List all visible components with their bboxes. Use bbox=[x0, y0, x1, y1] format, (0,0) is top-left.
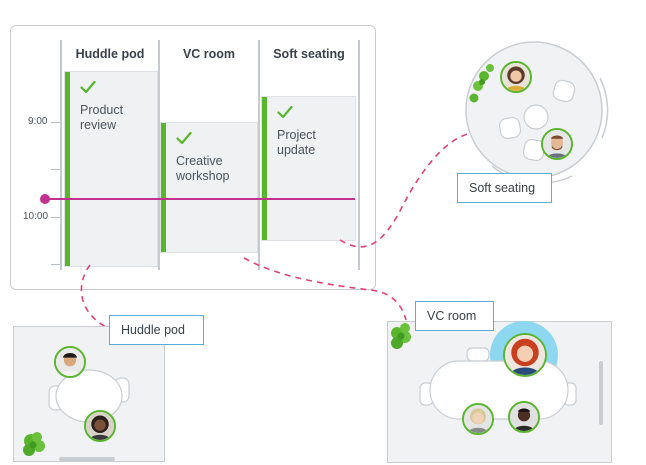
grid-line bbox=[358, 40, 360, 270]
time-tick bbox=[51, 169, 60, 170]
room-tag-huddle-pod[interactable]: Huddle pod bbox=[109, 315, 204, 345]
chair-icon bbox=[466, 347, 490, 362]
check-icon bbox=[277, 105, 293, 119]
avatar bbox=[503, 333, 547, 377]
avatar-icon bbox=[56, 348, 84, 376]
avatar-icon bbox=[464, 405, 492, 433]
event-creative-workshop[interactable]: Creative workshop bbox=[160, 122, 258, 253]
time-tick bbox=[51, 264, 60, 265]
current-time-dot bbox=[40, 194, 50, 204]
avatar-icon bbox=[502, 63, 530, 91]
avatar-icon bbox=[543, 130, 571, 158]
avatar bbox=[508, 401, 540, 433]
avatar bbox=[462, 403, 494, 435]
avatar bbox=[541, 128, 573, 160]
grid-line bbox=[258, 40, 260, 270]
booked-bar bbox=[65, 72, 70, 266]
avatar-icon bbox=[510, 403, 538, 431]
check-icon bbox=[176, 131, 192, 145]
chair-icon bbox=[498, 116, 522, 140]
avatar-icon bbox=[505, 335, 545, 375]
event-title: Project update bbox=[277, 128, 316, 157]
time-tick bbox=[51, 122, 60, 123]
plant-icon bbox=[469, 64, 494, 103]
vc-room-floorplan bbox=[391, 321, 603, 425]
booked-bar bbox=[262, 97, 267, 240]
room-tag-vc-room[interactable]: VC room bbox=[415, 301, 494, 331]
avatar bbox=[84, 410, 116, 442]
grid-line bbox=[158, 40, 160, 270]
plant-icon bbox=[23, 432, 45, 456]
time-label-10: 10:00 bbox=[23, 211, 49, 222]
booked-bar bbox=[161, 123, 166, 252]
grid-line bbox=[60, 40, 62, 270]
table-icon bbox=[429, 360, 569, 420]
time-label-9: 9:00 bbox=[28, 116, 48, 127]
schedule-card: Huddle pod VC room Soft seating 9:00 10:… bbox=[10, 25, 376, 290]
avatar bbox=[54, 346, 86, 378]
event-title: Product review bbox=[80, 103, 124, 132]
room-tag-soft-seating[interactable]: Soft seating bbox=[457, 173, 552, 203]
connector-huddle-pod bbox=[80, 264, 113, 331]
column-header-vc-room: VC room bbox=[182, 47, 236, 61]
event-title: Creative workshop bbox=[176, 154, 230, 183]
plant-icon bbox=[391, 323, 411, 349]
huddle-pod-floorplan bbox=[23, 369, 130, 461]
check-icon bbox=[80, 80, 96, 94]
avatar bbox=[500, 61, 532, 93]
table-icon bbox=[523, 104, 549, 130]
column-header-soft-seating: Soft seating bbox=[273, 47, 345, 61]
chair-icon bbox=[552, 79, 576, 103]
avatar-icon bbox=[86, 412, 114, 440]
event-project-update[interactable]: Project update bbox=[261, 96, 356, 241]
current-time-line bbox=[45, 198, 355, 200]
column-header-huddle-pod: Huddle pod bbox=[75, 47, 145, 61]
connector-soft-seating bbox=[339, 133, 469, 248]
event-product-review[interactable]: Product review bbox=[64, 71, 158, 267]
connector-vc-room bbox=[243, 257, 407, 321]
time-tick bbox=[51, 217, 60, 218]
